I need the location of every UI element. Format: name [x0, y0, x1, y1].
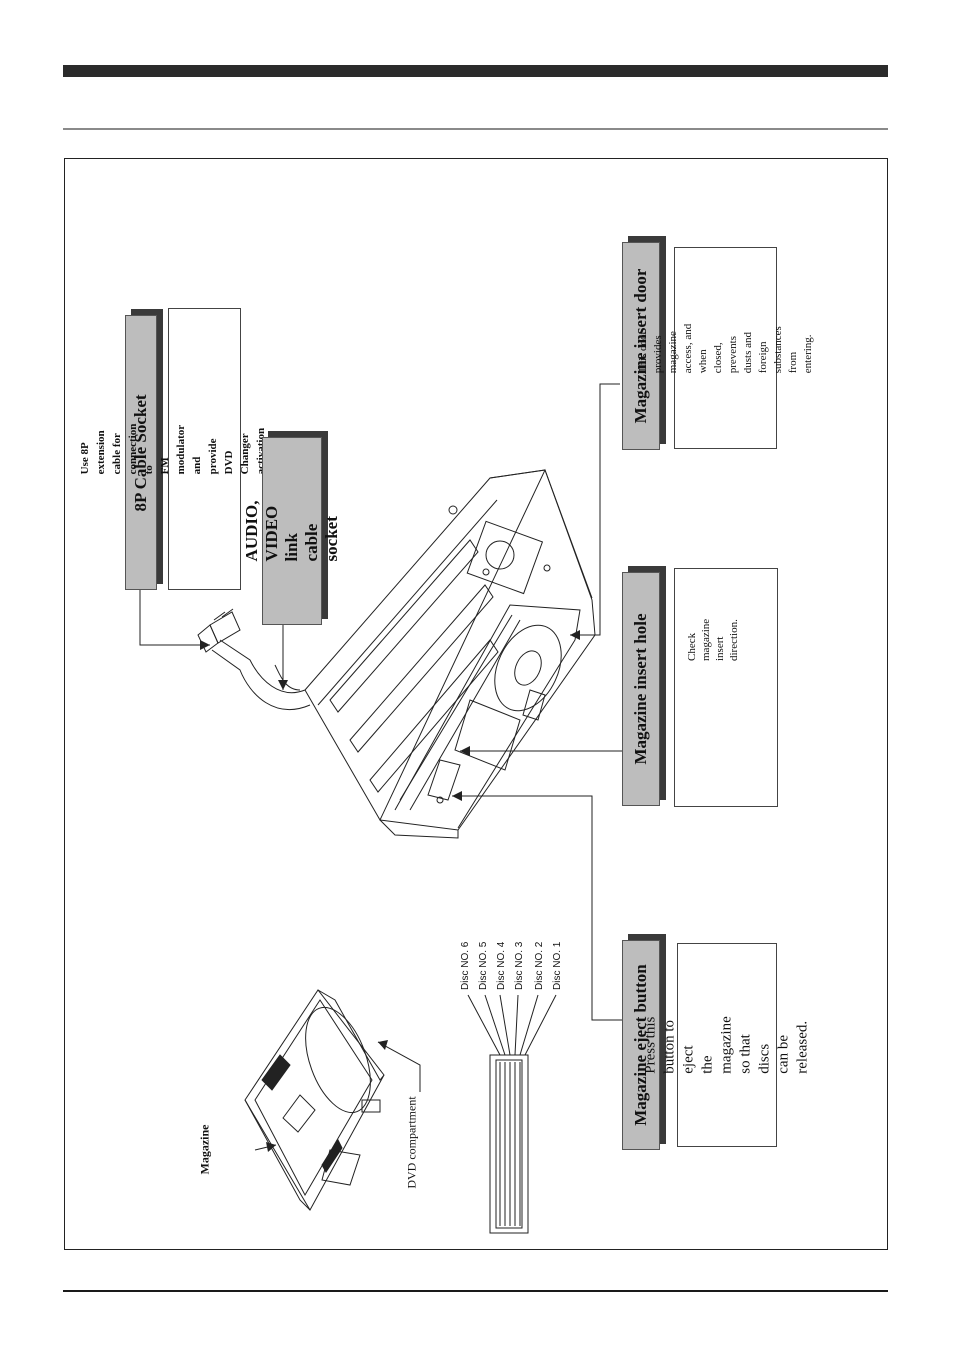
insert-hole-title-box: Magazine insert hole [622, 572, 660, 806]
insert-hole-title: Magazine insert hole [631, 613, 650, 765]
insert-hole-desc-box: Check magazine insert direction. [674, 568, 778, 807]
disc-label-4: Disc NO. 4 [496, 941, 507, 990]
dvd-compartment-label: DVD compartment [404, 1096, 419, 1189]
magazine-label: Magazine [197, 1124, 212, 1175]
eject-title-box: Magazine eject button [622, 940, 660, 1150]
insert-door-desc: This door provides magazine access, and … [636, 323, 814, 374]
footer-rule [63, 1290, 888, 1292]
av-link-title-box: AUDIO, VIDEO link cable socket [242, 437, 341, 625]
insert-hole-desc: Check magazine insert direction. [686, 618, 740, 661]
diagram-frame [64, 158, 888, 1250]
cable-socket-title-box: 8P Cable Socket [125, 315, 157, 590]
disc-label-2: Disc NO. 2 [534, 941, 545, 990]
disc-label-3: Disc NO. 3 [514, 941, 525, 990]
eject-desc-box: Press this button to eject the magazine … [643, 943, 811, 1147]
disc-label-6: Disc NO. 6 [460, 941, 471, 990]
disc-label-1: Disc NO. 1 [552, 941, 563, 990]
header-rule [63, 128, 888, 130]
insert-door-title-box: Magazine insert door [622, 242, 660, 450]
av-link-title: AUDIO, VIDEO link cable socket [242, 500, 341, 562]
eject-desc: Press this button to eject the magazine … [642, 1016, 811, 1074]
disc-label-5: Disc NO. 5 [478, 941, 489, 990]
cable-socket-desc-box: Use 8P extension cable for connection to… [79, 308, 331, 590]
insert-door-desc-box: This door provides magazine access, and … [637, 247, 814, 449]
header-bar [63, 65, 888, 77]
